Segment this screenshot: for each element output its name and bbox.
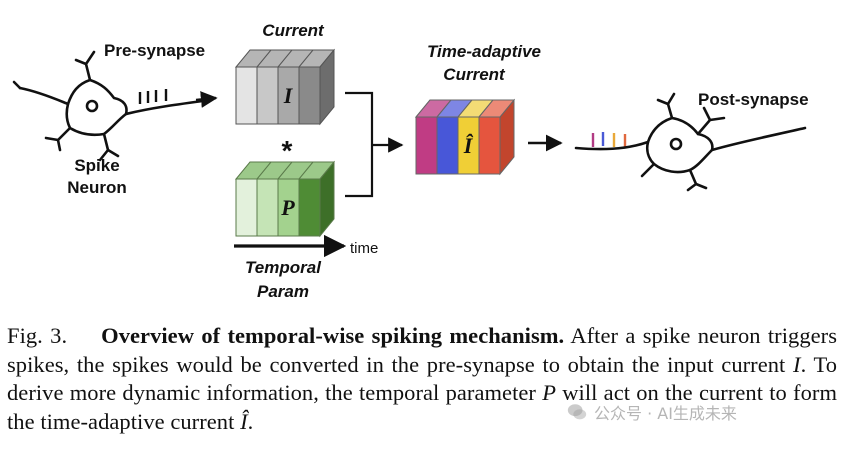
watermark: 公众号 · AI生成未来: [566, 398, 737, 426]
spike-neuron-label-line2: Neuron: [67, 178, 127, 197]
wechat-icon: [567, 404, 587, 420]
current-label: Current: [262, 21, 325, 40]
pre-spike-train: [138, 89, 168, 104]
watermark-text: 公众号 · AI生成未来: [594, 404, 737, 423]
temporal-param-label-line2: Param: [257, 282, 309, 301]
param-slice-4: [298, 178, 321, 237]
param-slice-2: [256, 178, 279, 237]
caption-text-3: will act on the current to form the time…: [7, 380, 837, 434]
param-block: [234, 160, 336, 238]
caption-symbol-p: P: [542, 380, 556, 405]
current-block: [234, 48, 336, 126]
caption-text-4: .: [247, 408, 254, 434]
merge-bracket: [345, 91, 402, 198]
caption-text-1: After a spike neuron triggers spikes, th…: [7, 323, 838, 377]
post-spike-train: [591, 132, 627, 148]
figure-caption: Fig. 3. Overview of temporal-wise spiking…: [7, 322, 837, 436]
diagram: Pre-synapse Spike Neuron Current I * P t…: [12, 21, 809, 301]
caption-text-2: . To derive more dynamic information, th…: [7, 351, 837, 406]
pre-synapse-arrow: [195, 91, 218, 108]
post-synaptic-neuron-icon: [574, 92, 807, 192]
param-symbol: P: [280, 195, 295, 220]
adaptive-slice-1: [415, 116, 438, 175]
temporal-param-label-line1: Temporal: [245, 258, 322, 277]
time-adaptive-label-line1: Time-adaptive: [427, 42, 541, 61]
convolution-operator: *: [282, 135, 293, 166]
pre-synapse-label: Pre-synapse: [104, 41, 205, 60]
current-slice-1: [235, 66, 258, 125]
caption-figure-number: Fig. 3.: [7, 323, 68, 348]
current-symbol: I: [283, 83, 294, 108]
caption-title: Overview of temporal-wise spiking mechan…: [101, 323, 565, 348]
post-synapse-label: Post-synapse: [698, 90, 809, 109]
param-slice-1: [235, 178, 258, 237]
adaptive-symbol: Î: [463, 133, 474, 158]
spike-neuron-label-line1: Spike: [74, 156, 119, 175]
time-adaptive-block: [414, 98, 516, 176]
adaptive-slice-4: [478, 116, 501, 175]
caption-symbol-i: I: [793, 351, 801, 377]
time-label: time: [350, 240, 378, 257]
current-slice-4: [298, 66, 321, 125]
caption-symbol-ihat: Î: [240, 408, 248, 434]
spike-neuron-icon: [12, 50, 212, 162]
current-slice-2: [256, 66, 279, 125]
adaptive-slice-2: [436, 116, 459, 175]
time-adaptive-label-line2: Current: [443, 65, 506, 84]
